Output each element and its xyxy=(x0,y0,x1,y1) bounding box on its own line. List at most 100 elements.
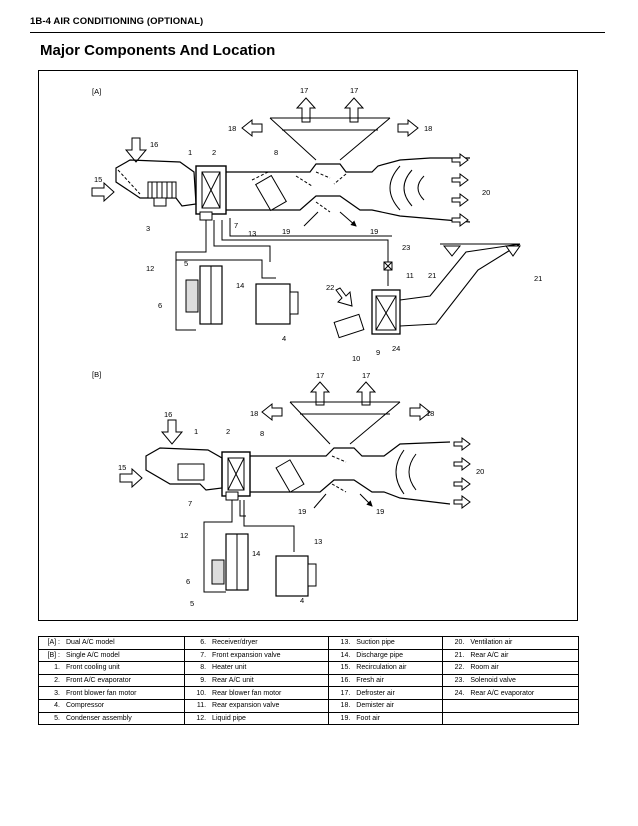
front-blower-housing-b xyxy=(145,447,223,491)
legend-label: Front blower fan motor xyxy=(63,686,186,700)
legend-label: Heater unit xyxy=(209,661,330,675)
callout-number: 20 xyxy=(482,188,490,197)
heater-unit xyxy=(226,157,471,223)
callout-number: 13 xyxy=(248,229,256,238)
callout-number: 7 xyxy=(234,221,238,230)
legend-label: Suction pipe xyxy=(353,636,444,650)
legend-number: [B] : xyxy=(38,648,63,663)
panel-a: [A] xyxy=(91,87,521,339)
heater-core-b xyxy=(275,459,305,493)
rear-ac-unit xyxy=(371,289,401,335)
legend-number: 5. xyxy=(38,711,63,726)
callout-number: 1 xyxy=(194,427,198,436)
legend-number: 13. xyxy=(328,636,354,650)
callout-number: 17 xyxy=(300,86,308,95)
callout-number: 21 xyxy=(534,274,542,283)
legend-label: Solenoid valve xyxy=(467,673,580,688)
legend-label: Defroster air xyxy=(353,686,444,700)
legend-number: 17. xyxy=(328,686,354,700)
legend-number: 20. xyxy=(442,636,468,650)
ventilation-air-arrows-b xyxy=(453,437,471,509)
legend-label: Dual A/C model xyxy=(63,636,186,650)
legend-number: 12. xyxy=(184,711,210,726)
running-header: 1B-4 AIR CONDITIONING (OPTIONAL) xyxy=(30,14,605,33)
callout-number: 18 xyxy=(250,409,258,418)
legend-number: 19. xyxy=(328,711,354,726)
callout-number: 12 xyxy=(146,264,154,273)
callout-number: 7 xyxy=(188,499,192,508)
callout-number: 18 xyxy=(426,409,434,418)
callout-number: 16 xyxy=(150,140,158,149)
legend-number: 11. xyxy=(184,698,210,713)
legend-number: 22. xyxy=(442,661,468,675)
defroster-air-arrows xyxy=(295,97,365,123)
ventilation-air-arrows xyxy=(451,153,469,227)
front-blower-housing xyxy=(115,159,197,207)
legend-number: 21. xyxy=(442,648,468,663)
legend-number: 9. xyxy=(184,673,210,688)
legend-label: Fresh air xyxy=(353,673,444,688)
legend-label: Compressor xyxy=(63,698,186,713)
front-expansion-valve xyxy=(199,211,213,221)
callout-number: 12 xyxy=(180,531,188,540)
callout-number: 4 xyxy=(282,334,286,343)
panel-b-callouts: 17 17 18 18 16 1 2 8 15 20 7 19 19 12 13… xyxy=(118,371,484,608)
defroster-duct-b xyxy=(289,401,401,445)
callout-number: 5 xyxy=(184,259,188,268)
recirc-air-arrow xyxy=(91,181,115,203)
legend-label: Ventilation air xyxy=(467,636,580,650)
callout-number: 19 xyxy=(370,227,378,236)
callout-number: 24 xyxy=(392,344,400,353)
legend-number: 2. xyxy=(38,673,63,688)
callout-number: 4 xyxy=(300,596,304,605)
legend-label: Receiver/dryer xyxy=(209,636,330,650)
receiver-dryer xyxy=(185,279,199,313)
fresh-air-arrow-b xyxy=(160,419,184,445)
legend-label: Liquid pipe xyxy=(209,711,330,726)
legend-label: Rear A/C unit xyxy=(209,673,330,688)
legend-number: 18. xyxy=(328,698,354,713)
legend-number: 23. xyxy=(442,673,468,688)
rear-ac-air-icons xyxy=(442,245,521,257)
panel-b: [B] xyxy=(92,370,471,597)
legend-number: 1. xyxy=(38,661,63,675)
legend-number: 7. xyxy=(184,648,210,663)
callout-number: 16 xyxy=(164,410,172,419)
defroster-duct xyxy=(269,117,391,161)
callout-number: 19 xyxy=(282,227,290,236)
panel-a-callouts: 17 17 18 18 16 1 2 8 15 20 3 7 13 19 19 … xyxy=(94,86,542,363)
legend-label: Condenser assembly xyxy=(63,711,186,726)
room-air-arrow xyxy=(335,287,353,307)
callout-number: 15 xyxy=(118,463,126,472)
legend-number: [A] : xyxy=(38,636,63,650)
receiver-dryer-b xyxy=(211,559,225,585)
compressor-b xyxy=(275,555,309,597)
legend-number xyxy=(442,698,468,713)
callout-number: 19 xyxy=(376,507,384,516)
callout-number: 22 xyxy=(326,283,334,292)
callout-number: 13 xyxy=(314,537,322,546)
legend-label: Rear A/C evaporator xyxy=(467,686,580,700)
callout-number: 3 xyxy=(146,224,150,233)
legend-number: 24. xyxy=(442,686,468,700)
callout-number: 5 xyxy=(190,599,194,608)
legend-number: 6. xyxy=(184,636,210,650)
heater-core xyxy=(255,174,287,212)
callout-number: 23 xyxy=(402,243,410,252)
diagram-frame xyxy=(38,70,578,621)
running-head-text: 1B-4 AIR CONDITIONING (OPTIONAL) xyxy=(30,16,204,27)
legend-label xyxy=(467,711,580,726)
panel-a-label: [A] xyxy=(92,87,101,96)
legend-number: 3. xyxy=(38,686,63,700)
callout-number: 15 xyxy=(94,175,102,184)
callout-number: 8 xyxy=(274,148,278,157)
fresh-air-arrow xyxy=(124,137,148,163)
legend-number: 15. xyxy=(328,661,354,675)
callout-number: 9 xyxy=(376,348,380,357)
legend-label xyxy=(467,698,580,713)
legend-label: Rear blower fan motor xyxy=(209,686,330,700)
callout-number: 11 xyxy=(406,271,414,280)
